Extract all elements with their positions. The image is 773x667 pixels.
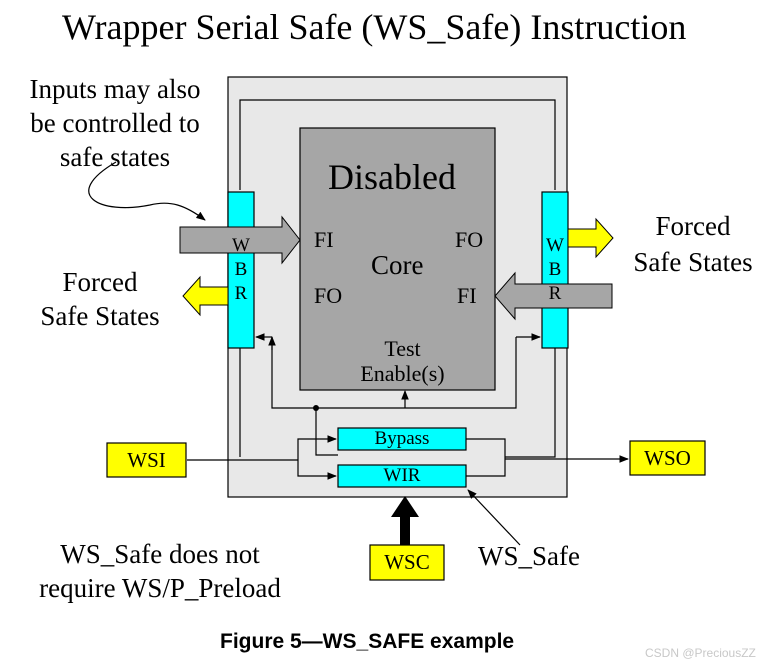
core-fi-right: FI xyxy=(457,283,477,308)
wbr-left-letter-1: W xyxy=(232,235,250,256)
inputs-note: Inputs may also be controlled to safe st… xyxy=(10,72,220,174)
wir-label: WIR xyxy=(383,465,421,486)
wso-pin xyxy=(629,440,706,476)
bottom-note-line2: require WS/P_Preload xyxy=(39,573,281,603)
ctrl-junction xyxy=(313,405,319,411)
core-fo-left: FO xyxy=(314,283,343,308)
wsi-label: WSI xyxy=(127,448,166,472)
wso-label: WSO xyxy=(644,446,691,470)
wsi-pin xyxy=(106,442,187,478)
bottom-note: WS_Safe does not require WS/P_Preload xyxy=(10,537,310,605)
ctrl-wire-main xyxy=(271,337,517,409)
wbr-left-label: W B R xyxy=(228,234,254,306)
figure-caption: Figure 5—WS_SAFE example xyxy=(220,630,515,653)
input-arrow-left xyxy=(179,215,301,265)
core-fo-right: FO xyxy=(455,227,484,252)
forced-arrow-left xyxy=(182,275,229,317)
wbr-left-letter-3: R xyxy=(234,283,248,304)
wbr-right-letter-2: B xyxy=(548,259,562,280)
wbr-right-letter-1: W xyxy=(546,235,564,256)
ws-safe-pointer xyxy=(467,489,521,546)
core-state-label: Disabled xyxy=(328,157,456,197)
inputs-note-line1: Inputs may also xyxy=(29,74,201,104)
wbr-right-letter-3: R xyxy=(548,283,562,304)
forced-left-label: Forced Safe States xyxy=(20,265,180,333)
test-enable-label: Test Enable(s) xyxy=(340,336,465,386)
forced-left-line2: Safe States xyxy=(40,301,160,331)
test-enable-line1: Test xyxy=(384,336,421,361)
wbr-left xyxy=(227,191,255,349)
inputs-note-line2: be controlled to xyxy=(30,108,200,138)
wsc-pin xyxy=(369,544,445,581)
inputs-note-line3: safe states xyxy=(59,142,171,172)
note-pointer xyxy=(88,161,206,221)
core-block xyxy=(299,127,496,391)
ws-safe-label: WS_Safe xyxy=(478,541,580,571)
bottom-note-line1: WS_Safe does not xyxy=(60,539,260,569)
bypass-out xyxy=(466,438,506,477)
wsi-to-wir xyxy=(297,460,337,480)
forced-right-line2: Safe States xyxy=(633,247,753,277)
core-label: Core xyxy=(371,250,424,280)
forced-left-line1: Forced xyxy=(62,267,138,297)
input-arrow-right xyxy=(494,271,613,321)
wir-to-ctrl-wire xyxy=(315,408,338,456)
core-fi-left: FI xyxy=(314,227,334,252)
wbr-right-label: W B R xyxy=(542,234,568,306)
wbr-left-letter-2: B xyxy=(234,259,248,280)
page-title: Wrapper Serial Safe (WS_Safe) Instructio… xyxy=(62,7,687,47)
wsc-label: WSC xyxy=(384,550,430,574)
wsc-arrow xyxy=(391,496,419,545)
wbr-right-bottom-wire xyxy=(505,348,556,458)
wbr-right xyxy=(541,191,569,349)
wsi-to-bypass xyxy=(297,435,337,460)
forced-right-label: Forced Safe States xyxy=(618,208,768,280)
wbr-chain-wire xyxy=(239,99,556,190)
test-enable-line2: Enable(s) xyxy=(360,361,445,386)
forced-arrow-right xyxy=(567,217,614,259)
bypass-label: Bypass xyxy=(374,428,430,449)
forced-right-line1: Forced xyxy=(655,211,731,241)
watermark: CSDN @PreciousZZ xyxy=(645,646,756,660)
